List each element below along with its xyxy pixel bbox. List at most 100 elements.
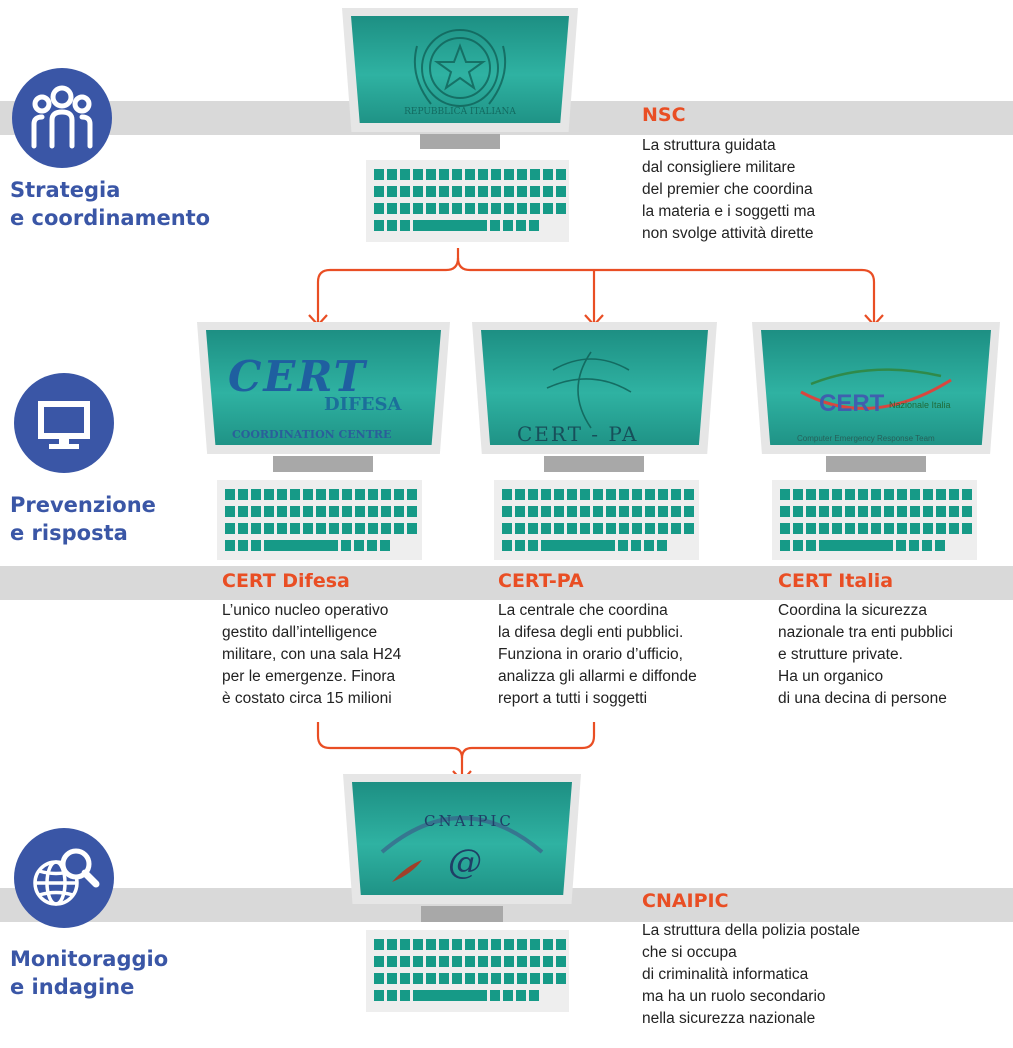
keyboard-key (367, 540, 377, 551)
keyboard-key (374, 990, 384, 1001)
keyboard-key (355, 506, 365, 517)
section-label-prevention: Prevenzione e risposta (10, 493, 156, 545)
keyboard-key (684, 506, 694, 517)
section-label-strategy: Strategia e coordinamento (10, 178, 211, 230)
keyboard-row (225, 540, 390, 551)
keyboard-key (606, 489, 616, 500)
keyboard-key (491, 939, 501, 950)
keyboard-row (225, 489, 417, 500)
keyboard-key (503, 220, 513, 231)
keyboard-key (541, 523, 551, 534)
keyboard-key (684, 489, 694, 500)
keyboard-key (465, 973, 475, 984)
keyboard-key (517, 956, 527, 967)
nsc-screen: REPUBBLICA ITALIANA (351, 16, 569, 123)
keyboard-key (238, 523, 248, 534)
keyboard-key (528, 540, 538, 551)
keyboard-key (530, 973, 540, 984)
keyboard-key (452, 973, 462, 984)
keyboard-spacebar (264, 540, 338, 551)
cert-pa-monitor-stand (544, 456, 644, 472)
keyboard-key (897, 489, 907, 500)
keyboard-key (910, 489, 920, 500)
keyboard-row (374, 186, 566, 197)
keyboard-key (793, 489, 803, 500)
keyboard-key (504, 956, 514, 967)
cert-pa-description: La centrale che coordina la difesa degli… (498, 602, 697, 707)
keyboard-key (368, 489, 378, 500)
keyboard-key (593, 506, 603, 517)
keyboard-key (354, 540, 364, 551)
keyboard-row (374, 169, 566, 180)
connector-cert-left (316, 722, 464, 778)
keyboard-key (277, 523, 287, 534)
cert-difesa-logo-footer: COORDINATION CENTRE (232, 428, 392, 441)
cnaipic-at-symbol: @ (448, 842, 482, 882)
keyboard-key (381, 523, 391, 534)
keyboard-key (645, 489, 655, 500)
keyboard-row (780, 489, 972, 500)
keyboard-key (491, 186, 501, 197)
strategy-people-icon (12, 68, 112, 168)
keyboard-row (502, 506, 694, 517)
cert-italia-description: Coordina la sicurezza nazionale tra enti… (778, 602, 953, 707)
keyboard-key (491, 956, 501, 967)
keyboard-key (407, 489, 417, 500)
keyboard-key (342, 506, 352, 517)
keyboard-key (452, 186, 462, 197)
keyboard-key (543, 169, 553, 180)
keyboard-key (251, 523, 261, 534)
keyboard-row (374, 220, 539, 231)
cert-italia-keyboard (772, 480, 977, 560)
keyboard-key (374, 973, 384, 984)
keyboard-key (858, 506, 868, 517)
cert-italia-logo-footer: Computer Emergency Response Team (797, 434, 935, 443)
keyboard-key (671, 489, 681, 500)
keyboard-key (502, 540, 512, 551)
keyboard-row (374, 203, 566, 214)
keyboard-key (387, 169, 397, 180)
keyboard-key (884, 489, 894, 500)
keyboard-key (413, 169, 423, 180)
cert-italia-monitor-stand (826, 456, 926, 472)
keyboard-key (465, 939, 475, 950)
emblem-caption: REPUBBLICA ITALIANA (404, 107, 516, 117)
keyboard-key (949, 506, 959, 517)
keyboard-key (400, 203, 410, 214)
keyboard-key (502, 506, 512, 517)
keyboard-key (554, 523, 564, 534)
cert-difesa-monitor-stand (273, 456, 373, 472)
keyboard-key (387, 956, 397, 967)
keyboard-key (619, 523, 629, 534)
keyboard-key (580, 489, 590, 500)
keyboard-key (504, 939, 514, 950)
keyboard-key (658, 489, 668, 500)
keyboard-key (465, 956, 475, 967)
keyboard-key (374, 186, 384, 197)
keyboard-key (491, 973, 501, 984)
keyboard-key (290, 489, 300, 500)
keyboard-key (618, 540, 628, 551)
keyboard-key (225, 540, 235, 551)
monitoring-globe-icon (14, 828, 114, 928)
keyboard-key (413, 939, 423, 950)
keyboard-row (502, 540, 667, 551)
keyboard-key (949, 523, 959, 534)
keyboard-key (277, 489, 287, 500)
keyboard-spacebar (819, 540, 893, 551)
keyboard-row (780, 523, 972, 534)
nsc-monitor: REPUBBLICA ITALIANA (342, 8, 578, 149)
keyboard-key (896, 540, 906, 551)
keyboard-key (413, 973, 423, 984)
keyboard-key (832, 523, 842, 534)
keyboard-key (426, 939, 436, 950)
keyboard-key (606, 506, 616, 517)
monitor-icon (38, 401, 90, 449)
keyboard-key (530, 186, 540, 197)
keyboard-key (452, 169, 462, 180)
cert-difesa-description: L’unico nucleo operativo gestito dall’in… (222, 602, 402, 707)
keyboard-key (897, 523, 907, 534)
keyboard-key (923, 489, 933, 500)
keyboard-key (515, 489, 525, 500)
cert-italia-monitor: CERT Nazionale Italia Computer Emergency… (752, 322, 1000, 472)
